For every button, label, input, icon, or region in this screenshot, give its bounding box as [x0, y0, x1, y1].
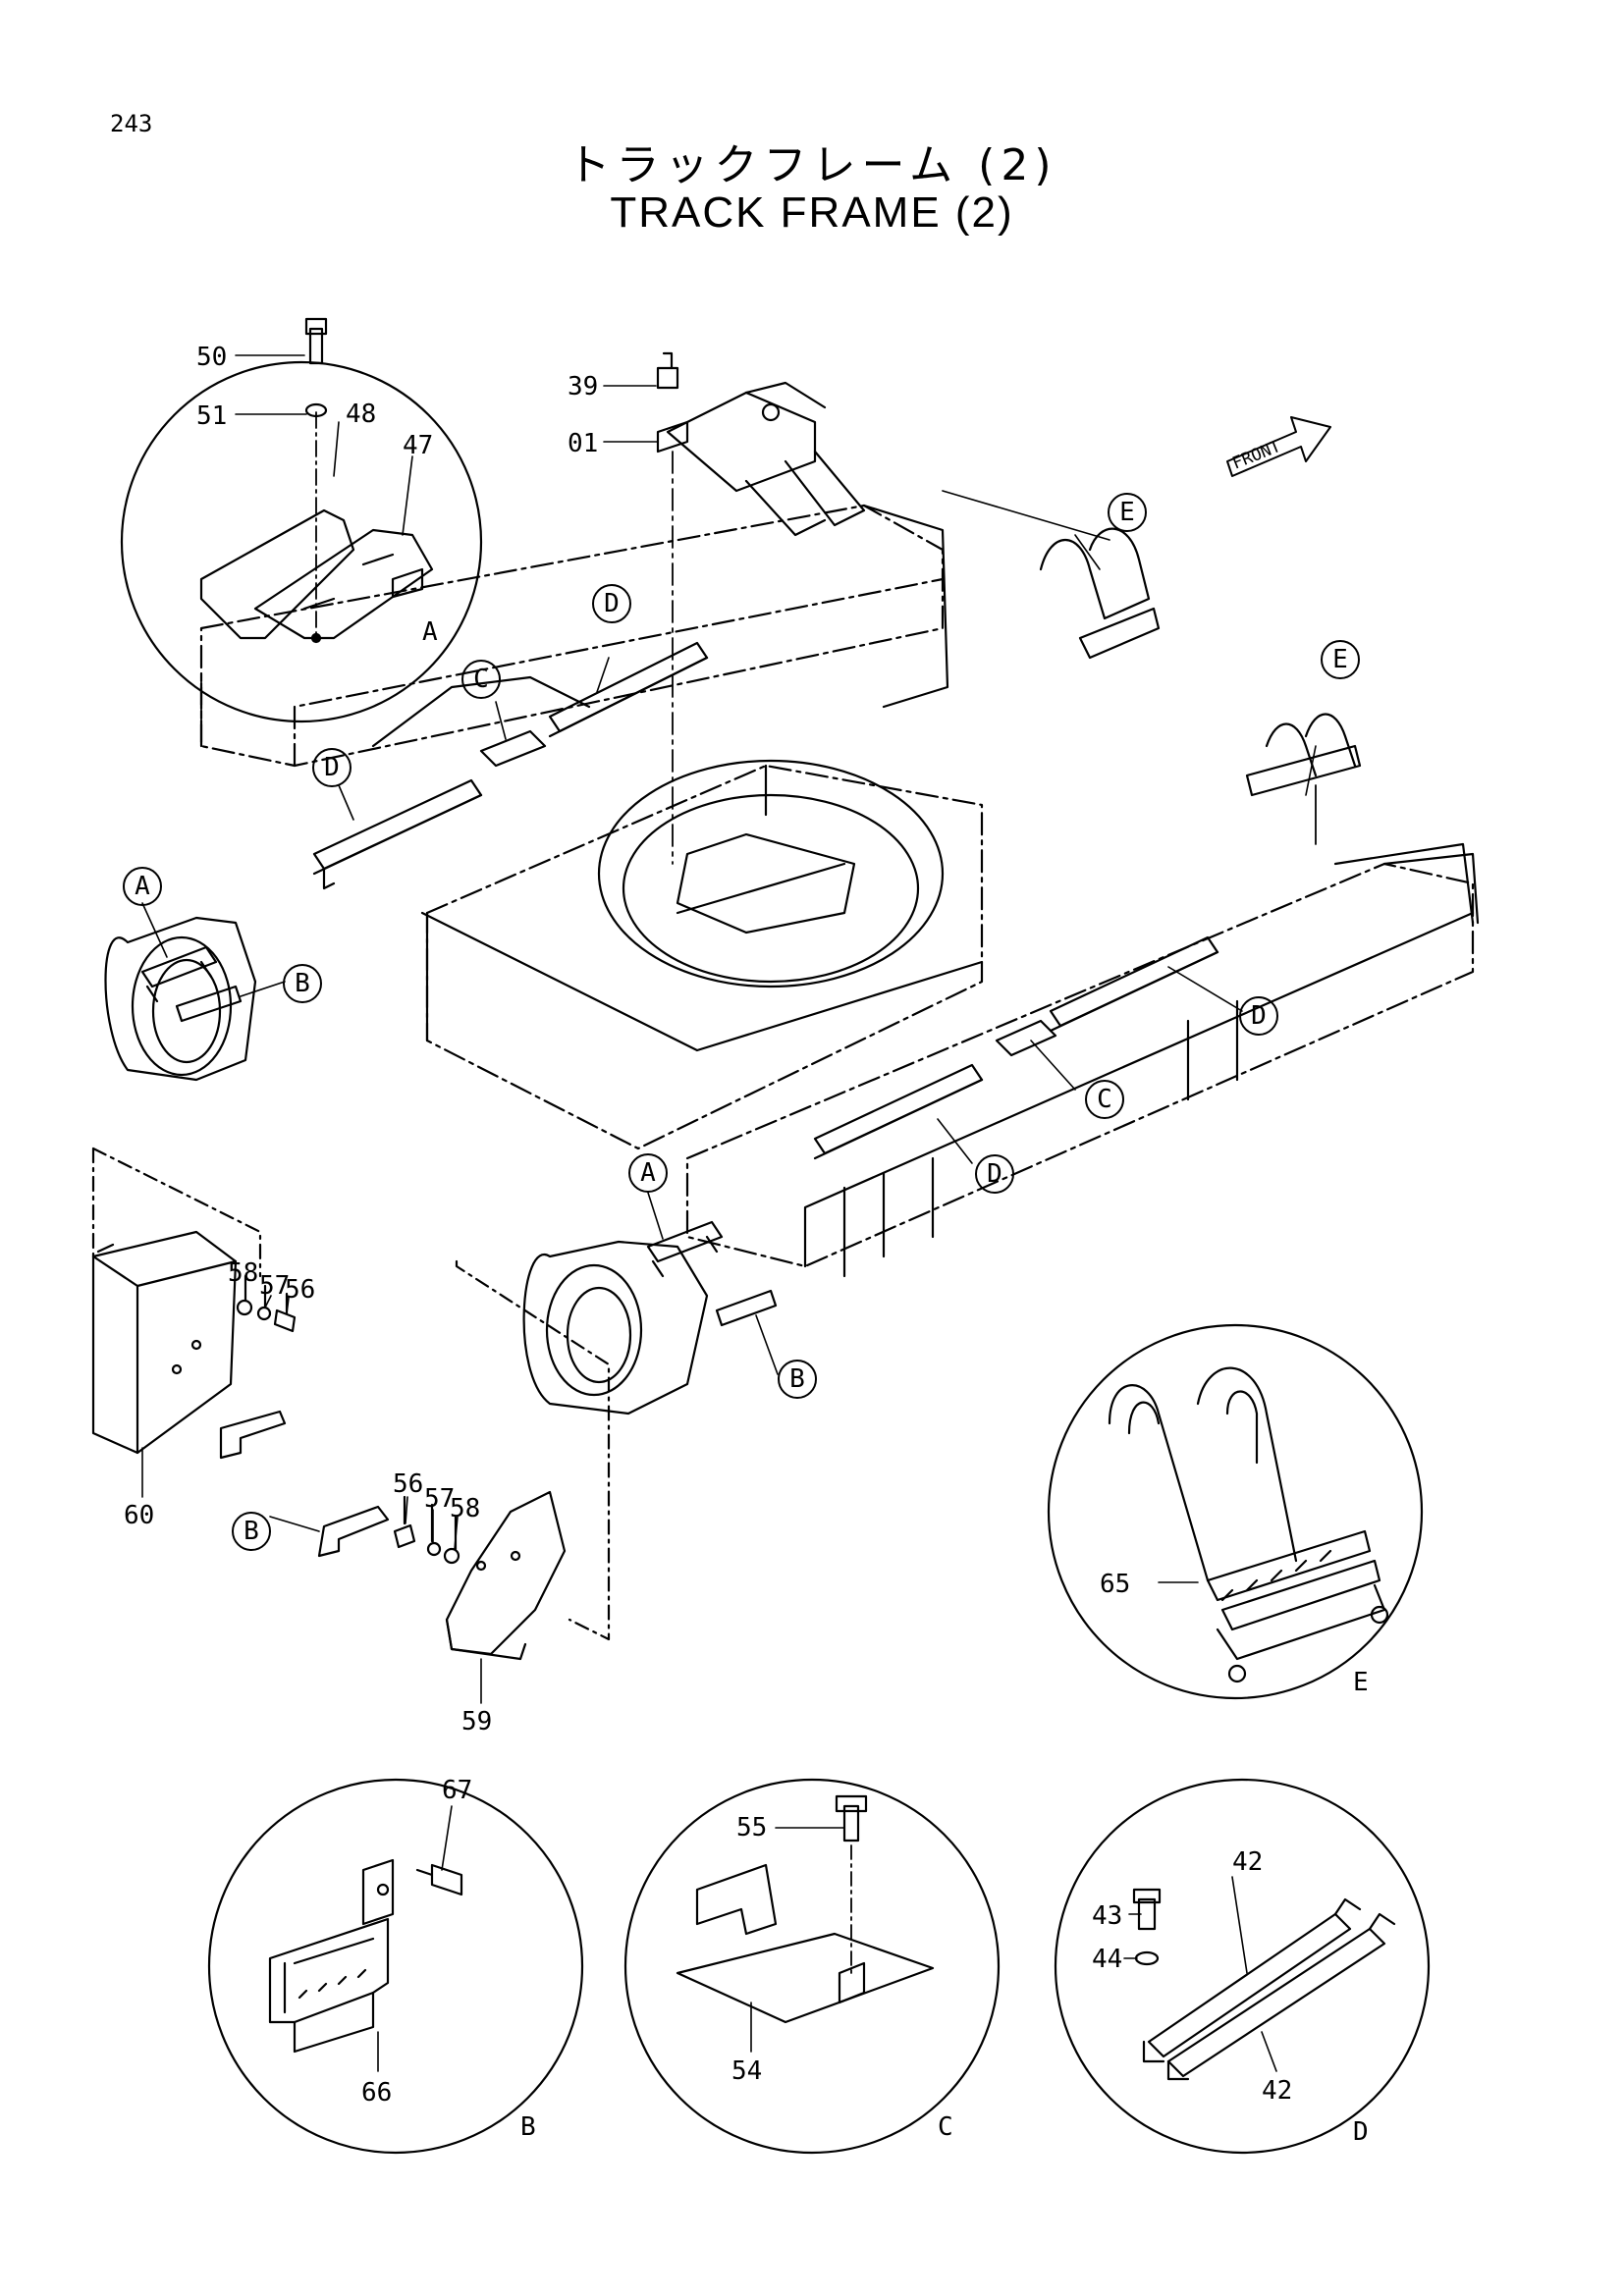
detail-circle-c — [623, 1778, 1001, 2155]
bubble-d-front-left: D — [975, 1154, 1014, 1194]
label-65: 65 — [1100, 1570, 1130, 1599]
label-42-top: 42 — [1232, 1847, 1263, 1877]
svg-text:D: D — [987, 1159, 1002, 1189]
detail-circle-d — [1054, 1778, 1431, 2155]
label-67: 67 — [442, 1776, 472, 1805]
svg-text:D: D — [324, 753, 340, 782]
detail-letter-c: C — [938, 2112, 953, 2142]
plate-c-front — [995, 1019, 1057, 1057]
rail-guard-d-2 — [548, 641, 709, 738]
svg-text:E: E — [1332, 645, 1348, 674]
leader-lines — [141, 354, 1317, 2072]
label-48: 48 — [346, 400, 376, 429]
title-japanese: トラックフレーム (2) — [567, 140, 1057, 190]
plate-c-rear — [479, 729, 547, 768]
front-direction-arrow: FRONT — [1226, 416, 1331, 477]
bolt-set-b — [393, 1495, 460, 1565]
bubble-c-rear: C — [461, 660, 501, 699]
page-number: 243 — [110, 110, 153, 137]
cover-part-59 — [445, 1259, 611, 1661]
bubble-b-right: B — [778, 1360, 817, 1399]
label-66: 66 — [361, 2078, 392, 2108]
label-58-left: 58 — [228, 1258, 258, 1288]
label-60: 60 — [124, 1501, 154, 1530]
step-b-small-left-2 — [317, 1505, 390, 1558]
bubble-d-rear-right: D — [592, 584, 631, 623]
label-58-right: 58 — [450, 1494, 480, 1523]
step-b-small-left — [219, 1410, 287, 1460]
bubble-b-lower: B — [232, 1512, 271, 1551]
title-english: TRACK FRAME (2) — [610, 188, 1014, 237]
detail-circle-b — [207, 1778, 584, 2155]
bubble-e-rear: E — [1108, 493, 1147, 532]
clamp-a-right — [646, 1220, 724, 1278]
svg-text:C: C — [1097, 1085, 1112, 1114]
bubble-d-front-right: D — [1239, 996, 1278, 1036]
part-labels: 50 51 48 47 39 01 58 57 56 60 56 57 58 5… — [124, 343, 1369, 2147]
callout-bubbles: A B C D D E E D C D A B B — [123, 493, 1360, 1551]
front-label: FRONT — [1229, 437, 1283, 474]
label-42-bottom: 42 — [1262, 2076, 1292, 2106]
bubble-a-left: A — [123, 867, 162, 906]
label-56-right: 56 — [393, 1469, 423, 1499]
svg-text:D: D — [604, 589, 620, 618]
svg-text:E: E — [1119, 498, 1135, 527]
bubble-c-front: C — [1085, 1080, 1124, 1119]
label-55: 55 — [736, 1813, 767, 1842]
step-b-left — [175, 985, 243, 1023]
label-39: 39 — [568, 372, 598, 401]
bubble-d-rear-left: D — [312, 748, 352, 787]
svg-text:D: D — [1251, 1001, 1267, 1031]
label-59: 59 — [461, 1707, 492, 1736]
label-56-left: 56 — [285, 1275, 315, 1305]
label-47: 47 — [403, 431, 433, 460]
label-01: 01 — [568, 429, 598, 458]
label-44: 44 — [1092, 1945, 1122, 1974]
label-54: 54 — [731, 2056, 762, 2086]
svg-text:A: A — [135, 872, 150, 901]
label-50: 50 — [196, 343, 227, 372]
label-51: 51 — [196, 401, 227, 431]
svg-text:C: C — [473, 665, 489, 694]
bubble-e-front: E — [1321, 640, 1360, 679]
rail-guard-d-4 — [813, 1063, 984, 1160]
detail-letter-e: E — [1353, 1668, 1369, 1697]
svg-text:A: A — [640, 1158, 656, 1188]
step-e-front — [1245, 713, 1362, 797]
track-frame-assembly — [104, 451, 1480, 1415]
svg-text:B: B — [244, 1517, 259, 1546]
top-bracket-part-01 — [656, 351, 866, 537]
svg-text:B: B — [789, 1364, 805, 1394]
clamp-a-left — [140, 945, 218, 1003]
bubble-b-left: B — [283, 964, 322, 1003]
bubble-a-right: A — [628, 1153, 668, 1193]
rail-guard-d-1 — [312, 778, 483, 890]
detail-letter-a: A — [422, 617, 438, 647]
label-43: 43 — [1092, 1901, 1122, 1931]
label-57-left: 57 — [259, 1271, 290, 1301]
rail-guard-d-3 — [1049, 935, 1219, 1033]
cover-part-60 — [91, 1147, 262, 1455]
detail-letter-b: B — [520, 2112, 536, 2142]
step-b-right — [715, 1289, 778, 1327]
detail-circle-e — [1047, 1323, 1424, 1700]
label-57-right: 57 — [424, 1484, 455, 1514]
detail-circle-a — [120, 317, 483, 723]
detail-letter-d: D — [1353, 2117, 1369, 2147]
svg-text:B: B — [295, 969, 310, 998]
step-e-rear — [1039, 527, 1161, 660]
